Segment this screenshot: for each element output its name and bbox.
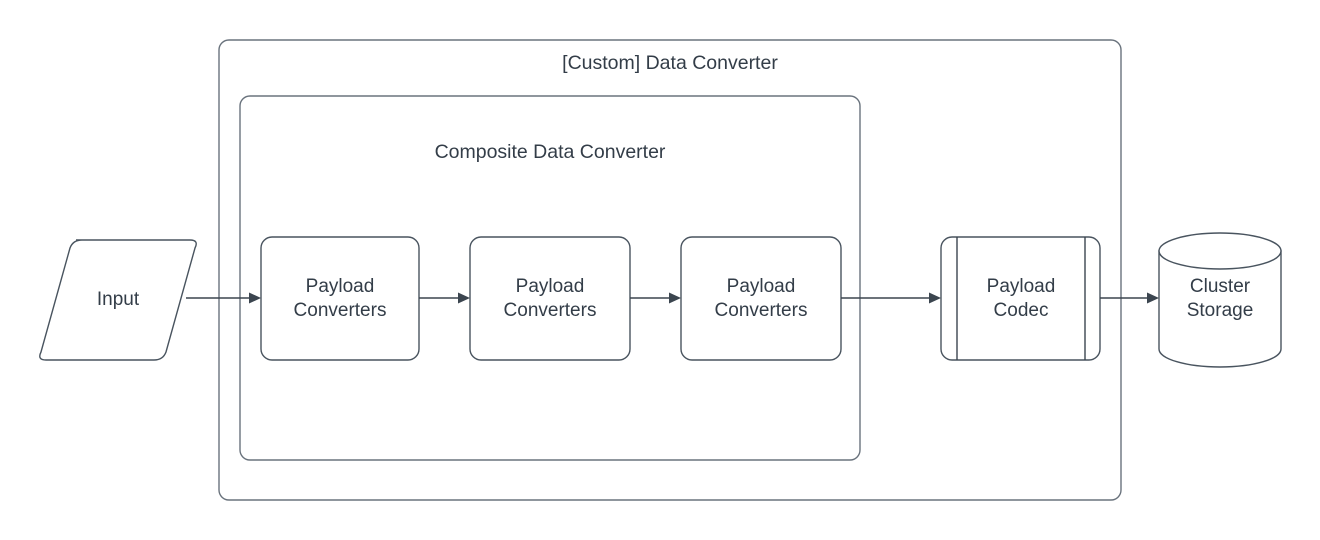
node-cluster-storage-label: Cluster Storage xyxy=(1186,276,1254,321)
node-payload-converters-1-label: Payload Converters xyxy=(293,276,387,321)
node-cluster-storage-top xyxy=(1158,232,1282,270)
node-input-shape[interactable] xyxy=(39,239,197,361)
container-custom-data-converter-label: [Custom] Data Converter xyxy=(562,52,778,74)
edge-codec-to-storage xyxy=(1100,292,1159,304)
node-input-label: Input xyxy=(96,289,140,310)
node-payload-converters-2-label: Payload Converters xyxy=(503,276,597,321)
node-payload-codec-label: Payload Codec xyxy=(986,276,1056,321)
edge-converter-3-to-codec xyxy=(841,292,941,304)
container-composite-data-converter[interactable] xyxy=(239,95,861,461)
container-composite-data-converter-label: Composite Data Converter xyxy=(434,141,666,163)
container-custom-data-converter[interactable] xyxy=(218,39,1122,501)
node-cluster-storage-body[interactable] xyxy=(1158,250,1282,368)
node-payload-converters-3-label: Payload Converters xyxy=(714,276,808,321)
edge-converter-1-to-converter-2 xyxy=(419,292,470,304)
edge-converter-2-to-converter-3 xyxy=(630,292,681,304)
edge-input-to-converter-1 xyxy=(186,292,261,304)
